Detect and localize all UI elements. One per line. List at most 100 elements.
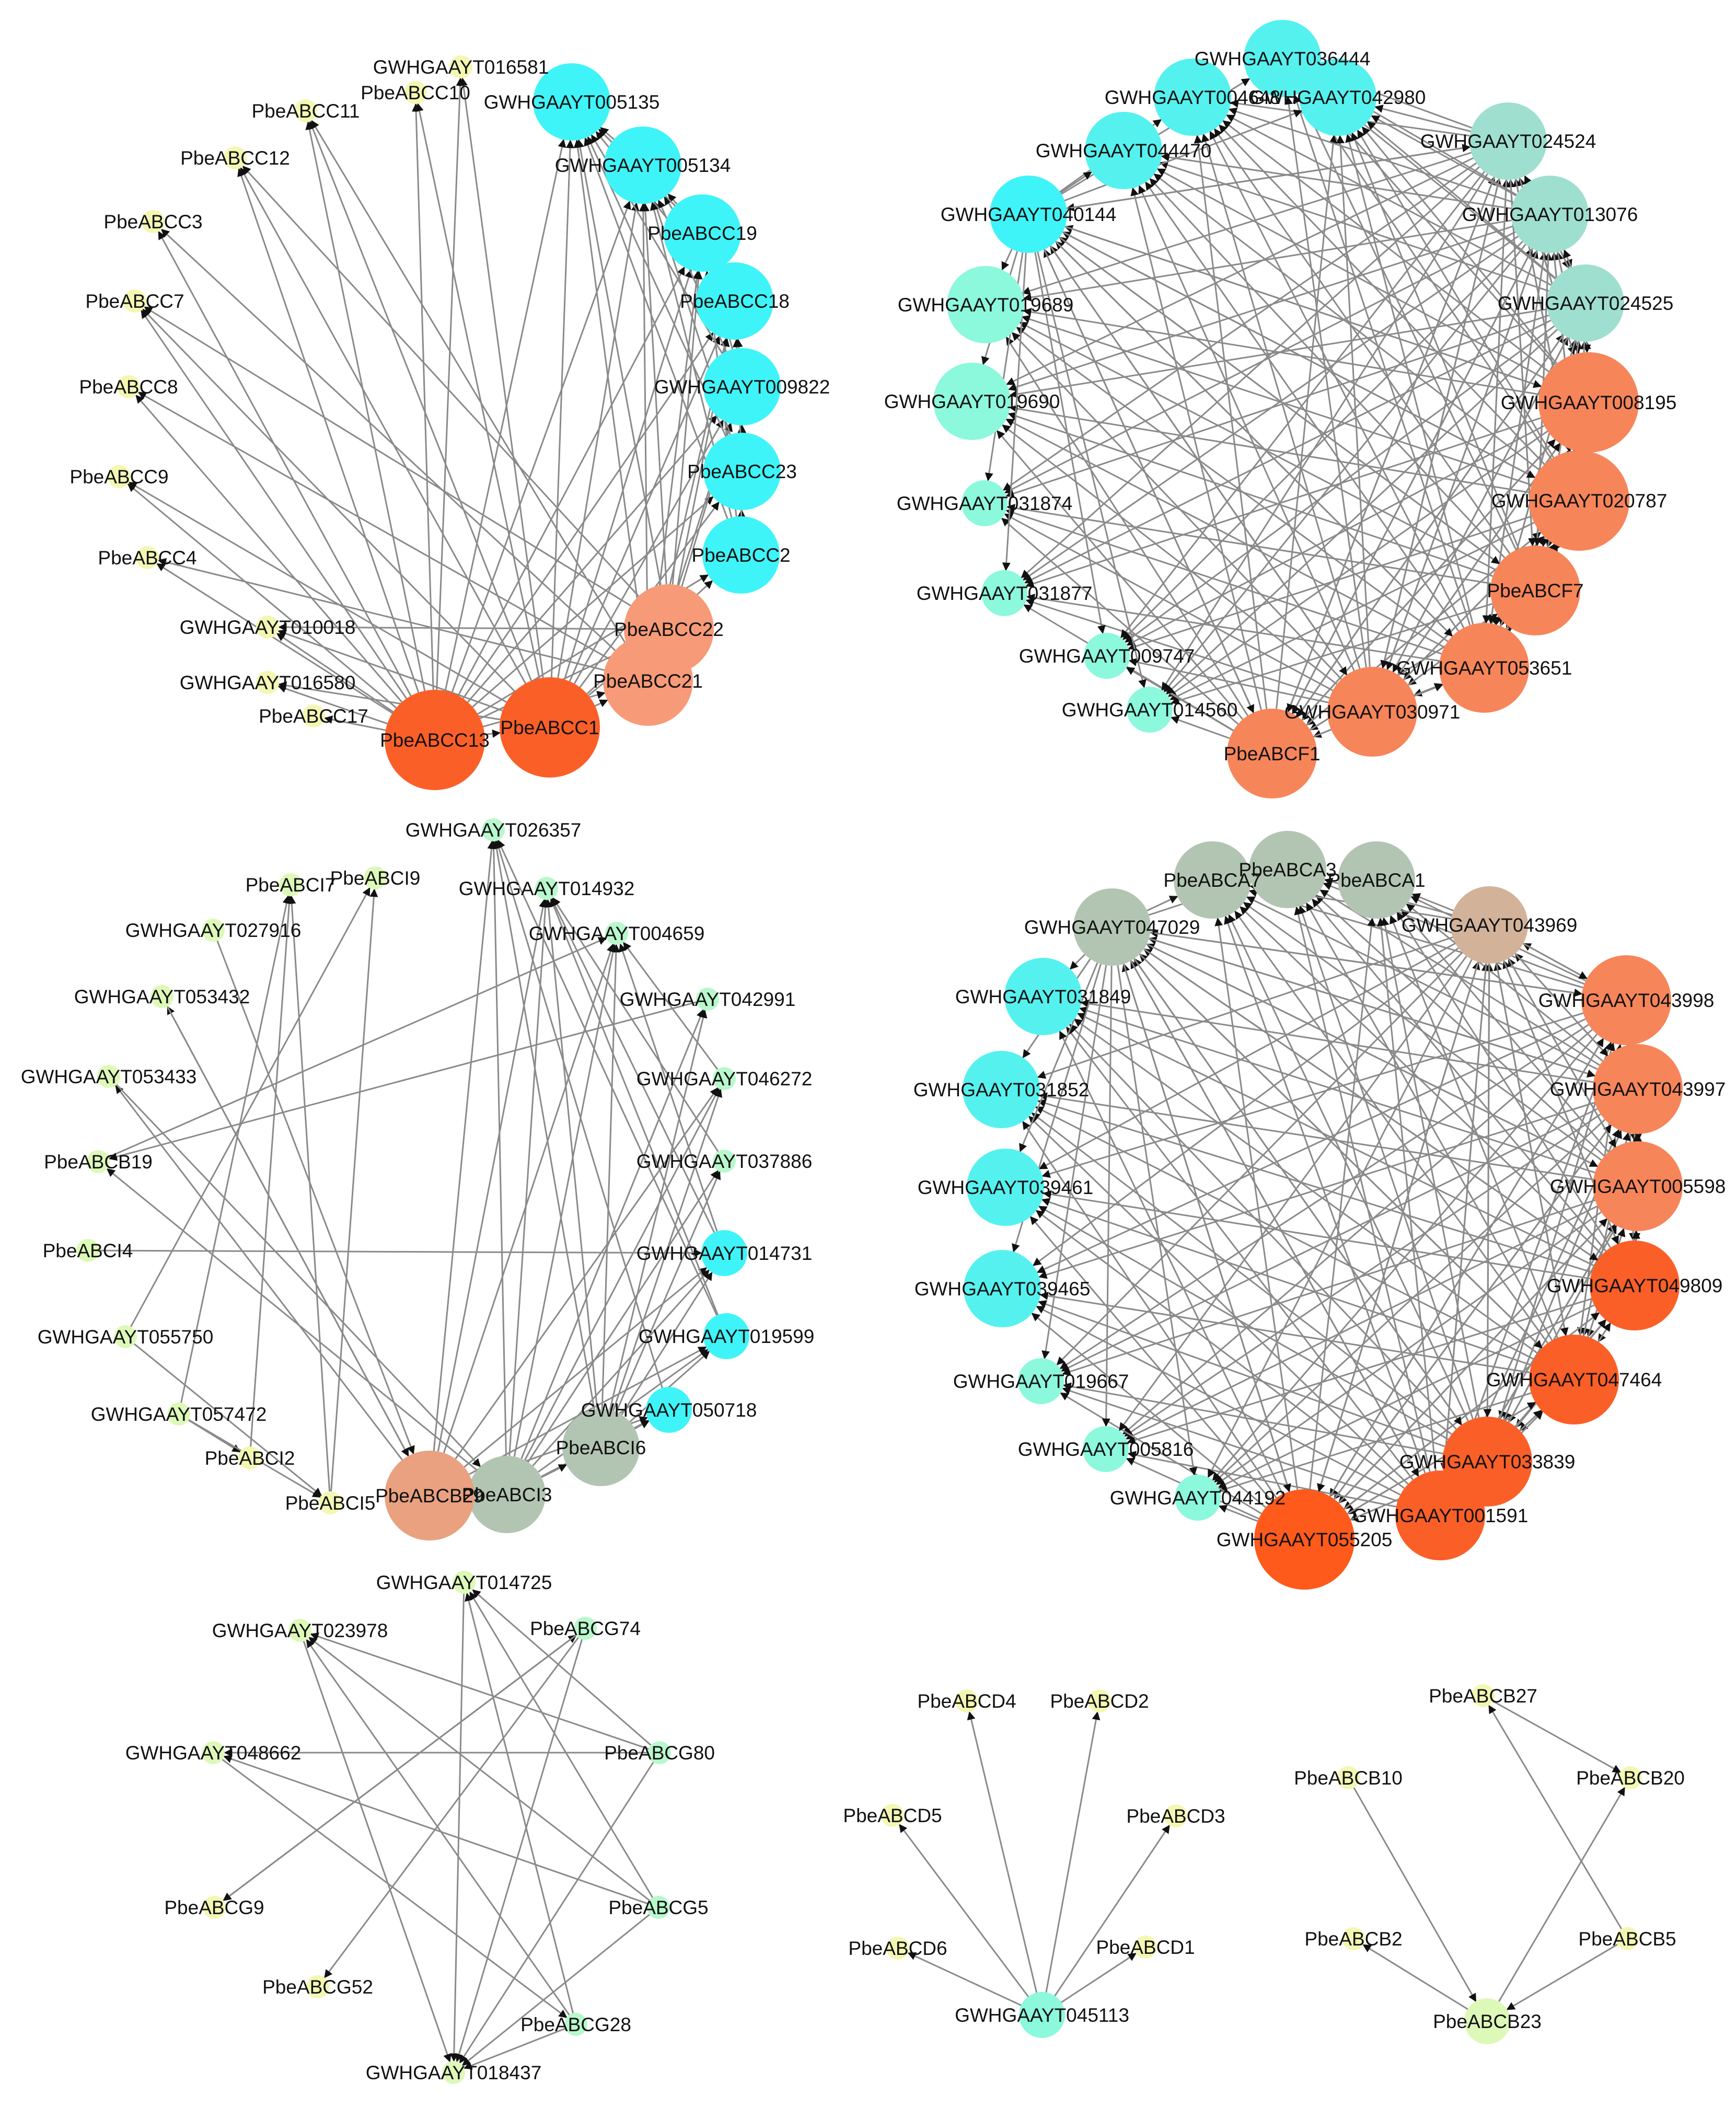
node-pbeabcc10[interactable]: [404, 81, 427, 104]
node-pbeabcb2[interactable]: [1342, 1927, 1365, 1950]
node-pbeabcg80[interactable]: [648, 1741, 671, 1764]
node-pbeabcd2[interactable]: [1088, 1689, 1111, 1712]
node-pbeabca7[interactable]: [1174, 841, 1251, 919]
node-gwhgaayt004659[interactable]: [605, 922, 628, 945]
node-pbeabcb20[interactable]: [1619, 1766, 1642, 1789]
node-pbeabcd1[interactable]: [1134, 1936, 1157, 1959]
node-gwhgaayt024524[interactable]: [1469, 102, 1547, 180]
node-pbeabci6[interactable]: [562, 1409, 640, 1486]
node-gwhgaayt053433[interactable]: [97, 1065, 120, 1088]
node-pbeabcc2[interactable]: [702, 516, 780, 594]
node-pbeabcc12[interactable]: [224, 146, 247, 169]
node-pbeabci7[interactable]: [279, 873, 302, 896]
node-gwhgaayt040144[interactable]: [990, 176, 1067, 253]
node-gwhgaayt001591[interactable]: [1395, 1470, 1485, 1560]
node-gwhgaayt030971[interactable]: [1327, 667, 1417, 757]
node-gwhgaayt044470[interactable]: [1085, 112, 1162, 189]
node-gwhgaayt055205[interactable]: [1254, 1489, 1355, 1590]
node-pbeabci2[interactable]: [238, 1446, 261, 1469]
node-pbeabcd4[interactable]: [955, 1689, 978, 1712]
node-pbeabcg52[interactable]: [306, 1975, 329, 1998]
node-pbeabcc23[interactable]: [703, 433, 781, 510]
node-gwhgaayt005816[interactable]: [1083, 1426, 1129, 1472]
node-pbeabca3[interactable]: [1249, 831, 1326, 908]
node-pbeabcd5[interactable]: [881, 1804, 904, 1827]
node-pbeabcc22[interactable]: [624, 584, 714, 674]
node-gwhgaayt039461[interactable]: [967, 1149, 1044, 1226]
node-gwhgaayt031852[interactable]: [963, 1051, 1040, 1128]
node-pbeabcb23[interactable]: [1464, 1998, 1510, 2044]
node-gwhgaayt042980[interactable]: [1299, 59, 1376, 136]
node-pbeabci3[interactable]: [468, 1456, 546, 1533]
node-gwhgaayt044192[interactable]: [1175, 1475, 1221, 1521]
node-gwhgaayt014731[interactable]: [701, 1230, 747, 1276]
node-gwhgaayt037886[interactable]: [713, 1150, 736, 1173]
node-pbeabcg28[interactable]: [564, 2013, 587, 2036]
node-pbeabcc13[interactable]: [385, 690, 485, 790]
node-gwhgaayt055750[interactable]: [114, 1325, 137, 1348]
node-gwhgaayt031849[interactable]: [1004, 958, 1082, 1035]
node-gwhgaayt020787[interactable]: [1529, 450, 1629, 551]
node-pbeabcg5[interactable]: [647, 1896, 670, 1919]
node-gwhgaayt019689[interactable]: [947, 266, 1024, 343]
node-gwhgaayt008195[interactable]: [1538, 352, 1639, 453]
node-gwhgaayt019599[interactable]: [703, 1313, 749, 1359]
node-gwhgaayt050718[interactable]: [646, 1387, 692, 1433]
node-pbeabci4[interactable]: [76, 1239, 99, 1262]
node-gwhgaayt046272[interactable]: [713, 1067, 736, 1090]
node-gwhgaayt009822[interactable]: [703, 348, 781, 425]
node-pbeabcc8[interactable]: [117, 375, 140, 398]
node-gwhgaayt004648[interactable]: [1154, 59, 1231, 136]
node-gwhgaayt023978[interactable]: [288, 1619, 311, 1642]
node-gwhgaayt010018[interactable]: [256, 616, 279, 639]
node-gwhgaayt014725[interactable]: [453, 1571, 476, 1594]
node-gwhgaayt047464[interactable]: [1529, 1335, 1619, 1424]
node-pbeabca1[interactable]: [1338, 841, 1415, 919]
node-gwhgaayt013076[interactable]: [1511, 176, 1589, 253]
node-pbeabcb19[interactable]: [87, 1150, 110, 1173]
node-gwhgaayt018437[interactable]: [442, 2061, 465, 2084]
node-gwhgaayt053432[interactable]: [151, 985, 173, 1008]
node-pbeabcf7[interactable]: [1490, 546, 1580, 635]
node-pbeabcc18[interactable]: [696, 262, 773, 340]
node-pbeabcc1[interactable]: [500, 677, 600, 778]
node-pbeabcg74[interactable]: [574, 1617, 597, 1640]
node-gwhgaayt005598[interactable]: [1593, 1141, 1683, 1231]
node-pbeabci5[interactable]: [319, 1491, 342, 1514]
node-pbeabcd6[interactable]: [886, 1937, 909, 1960]
node-gwhgaayt024525[interactable]: [1547, 264, 1624, 342]
node-gwhgaayt005135[interactable]: [533, 63, 610, 141]
node-pbeabcc9[interactable]: [108, 465, 131, 488]
node-gwhgaayt016580[interactable]: [256, 671, 279, 694]
node-pbeabcb27[interactable]: [1472, 1684, 1495, 1707]
node-pbeabcc4[interactable]: [136, 546, 159, 569]
node-gwhgaayt014932[interactable]: [535, 877, 558, 900]
node-gwhgaayt043969[interactable]: [1451, 886, 1528, 964]
node-gwhgaayt043997[interactable]: [1593, 1044, 1683, 1134]
node-gwhgaayt009747[interactable]: [1084, 633, 1130, 679]
node-pbeabcc7[interactable]: [123, 289, 146, 312]
node-gwhgaayt053651[interactable]: [1439, 623, 1529, 713]
node-gwhgaayt057472[interactable]: [167, 1403, 190, 1426]
node-pbeabcc19[interactable]: [664, 194, 741, 272]
node-pbeabcg9[interactable]: [203, 1896, 226, 1919]
node-gwhgaayt048662[interactable]: [202, 1741, 225, 1764]
node-gwhgaayt026357[interactable]: [482, 818, 505, 841]
node-gwhgaayt031874[interactable]: [962, 480, 1008, 526]
node-pbeabcc17[interactable]: [302, 704, 325, 727]
node-gwhgaayt005134[interactable]: [604, 126, 681, 204]
node-gwhgaayt043998[interactable]: [1581, 955, 1671, 1045]
node-gwhgaayt016581[interactable]: [449, 55, 472, 78]
node-pbeabcc3[interactable]: [142, 210, 165, 233]
node-gwhgaayt039465[interactable]: [964, 1250, 1041, 1327]
node-pbeabcb29[interactable]: [385, 1451, 474, 1541]
node-gwhgaayt049809[interactable]: [1590, 1241, 1680, 1330]
node-pbeabcb5[interactable]: [1616, 1927, 1639, 1950]
node-gwhgaayt014560[interactable]: [1127, 687, 1173, 733]
node-gwhgaayt019667[interactable]: [1018, 1358, 1064, 1404]
node-gwhgaayt031877[interactable]: [981, 570, 1027, 616]
node-gwhgaayt045113[interactable]: [1019, 1992, 1065, 2038]
node-gwhgaayt027916[interactable]: [202, 919, 225, 942]
node-pbeabcf1[interactable]: [1227, 709, 1317, 798]
node-gwhgaayt036444[interactable]: [1244, 20, 1321, 97]
